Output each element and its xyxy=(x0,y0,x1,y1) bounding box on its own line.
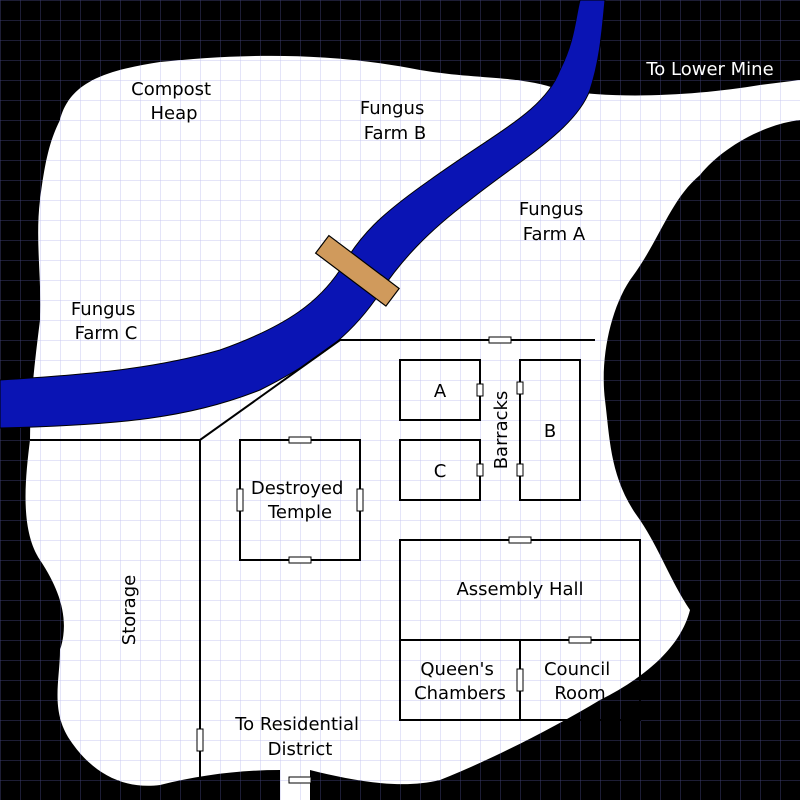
fungus-farm-a-label: Fungus Farm A xyxy=(519,199,589,245)
to-lower-mine-label: To Lower Mine xyxy=(645,59,773,80)
door-icon[interactable] xyxy=(488,336,512,344)
destroyed-temple-label: Destroyed Temple xyxy=(251,478,349,523)
door-icon[interactable] xyxy=(516,381,524,395)
door-icon[interactable] xyxy=(288,776,312,784)
storage-label: Storage xyxy=(119,575,140,645)
room-a-label: A xyxy=(434,381,447,402)
barracks-b-room xyxy=(519,359,581,501)
door-icon[interactable] xyxy=(568,636,592,644)
council-room-label: Council Room xyxy=(544,659,616,704)
assembly-hall-label: Assembly Hall xyxy=(456,579,583,600)
queens-chambers-label: Queen's Chambers xyxy=(414,659,506,704)
door-icon[interactable] xyxy=(356,488,364,512)
to-residential-district-label: To Residential District xyxy=(234,714,365,760)
door-icon[interactable] xyxy=(288,556,312,564)
room-b-label: B xyxy=(544,421,556,442)
main-hall-wall xyxy=(30,339,595,441)
door-icon[interactable] xyxy=(196,728,204,752)
bridge-icon xyxy=(314,234,400,307)
door-icon[interactable] xyxy=(236,488,244,512)
fungus-farm-b-label: Fungus Farm B xyxy=(360,98,430,144)
door-icon[interactable] xyxy=(516,668,524,692)
door-icon[interactable] xyxy=(516,463,524,477)
doors xyxy=(196,336,592,784)
door-icon[interactable] xyxy=(476,383,484,397)
barracks-label: Barracks xyxy=(491,391,512,470)
room-c-label: C xyxy=(434,461,447,482)
door-icon[interactable] xyxy=(508,536,532,544)
door-icon[interactable] xyxy=(288,436,312,444)
compost-heap-label: Compost Heap xyxy=(131,79,217,124)
fungus-farm-c-label: Fungus Farm C xyxy=(71,299,141,344)
door-icon[interactable] xyxy=(476,463,484,477)
